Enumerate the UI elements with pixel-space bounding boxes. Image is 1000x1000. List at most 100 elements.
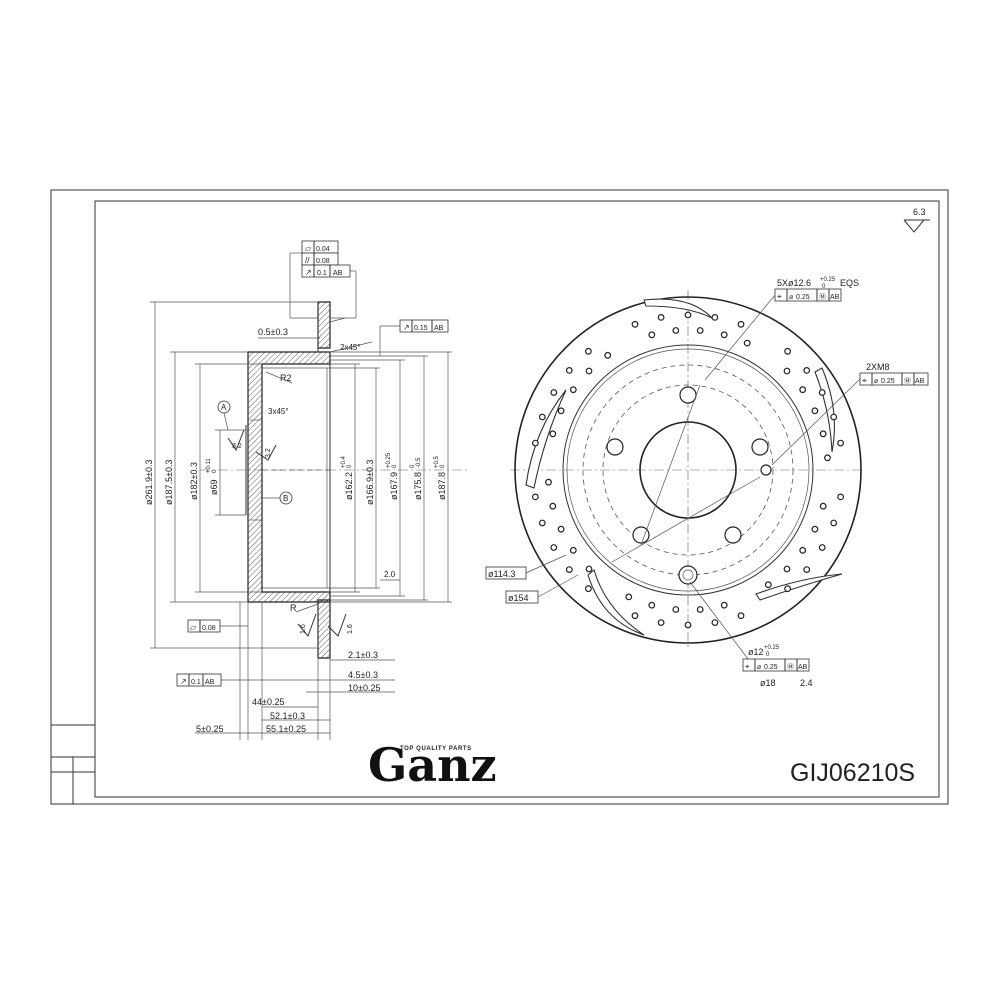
drill-hole xyxy=(830,413,838,421)
drill-hole xyxy=(672,327,680,334)
brand-tagline: TOP QUALITY PARTS xyxy=(400,746,472,752)
front-annotations: 5Xø12.6 +0.25 0 EQS ⌖ ⌀ 0.25 Ⓜ AB 2XM8 ⌖… xyxy=(485,277,929,688)
svg-text:Ⓜ: Ⓜ xyxy=(819,293,826,301)
pcd-circle xyxy=(602,384,774,556)
friction-inner-edge xyxy=(562,344,814,596)
drill-hole xyxy=(557,525,565,533)
d24-label: 2.4 xyxy=(800,678,813,688)
drill-hole xyxy=(569,386,577,394)
drill-hole xyxy=(538,519,546,527)
drill-hole xyxy=(818,544,826,551)
brake-slot xyxy=(755,573,843,601)
lug-hole xyxy=(751,438,769,456)
drill-hole xyxy=(811,525,819,533)
drill-hole xyxy=(631,612,639,620)
dim-d9-tol2: 0 xyxy=(440,464,446,468)
holes5-pos: 0.25 xyxy=(796,294,810,301)
drill-hole xyxy=(684,621,692,629)
hole12-tol2: 0 xyxy=(766,652,770,658)
drill-hole xyxy=(784,347,791,355)
dim-d2: ø187.5±0.3 xyxy=(164,460,174,505)
dim-d4-tol2: 0 xyxy=(212,469,218,473)
svg-text:↗: ↗ xyxy=(180,677,187,686)
drill-hole xyxy=(720,601,728,609)
holes5-tol: +0.25 xyxy=(820,277,836,283)
datum-b: B xyxy=(283,494,288,503)
fcf-runout-015: 0.15 xyxy=(414,325,428,332)
disc-outer-edge xyxy=(514,296,862,644)
dim-d4: ø69 xyxy=(209,479,219,495)
drill-hole xyxy=(538,413,546,421)
outer-circle-label: ø154 xyxy=(508,593,529,603)
svg-text:⏥: ⏥ xyxy=(305,244,312,253)
hole12-ref: AB xyxy=(798,664,808,671)
drill-hole xyxy=(657,619,665,626)
thread-hole xyxy=(760,464,772,476)
drill-hole xyxy=(585,585,592,593)
radius-1: R2 xyxy=(280,373,292,383)
drill-hole xyxy=(550,389,558,396)
fcf-run: 0.1 xyxy=(317,270,327,277)
dim-d9: ø187.8 xyxy=(437,472,447,500)
brake-slot xyxy=(643,298,713,319)
dim-w7: 5±0.25 xyxy=(196,724,223,734)
drill-hole xyxy=(569,546,577,554)
drill-hole xyxy=(532,439,539,447)
hole12-label: ø12 xyxy=(748,647,764,657)
section-top-annotations: ⏥ 0.04 // 0.08 ↗ 0.1 AB 0.5±0.3 2x45° ↗ … xyxy=(217,240,449,581)
fcf-runout-01: 0.1 xyxy=(191,679,201,686)
rough-16b: 1.6 xyxy=(347,624,354,634)
dim-d8-tol2: -0.5 xyxy=(416,457,422,468)
drill-hole xyxy=(819,502,827,510)
holes5-eqs: EQS xyxy=(840,278,859,288)
drill-hole xyxy=(672,606,680,613)
drill-hole xyxy=(764,581,772,589)
section-bottom-annotations: R ⏥ 0.08 1.6 1.6 2.1±0.3 4.5±0.3 10±0.25… xyxy=(176,602,395,740)
svg-text:⌖: ⌖ xyxy=(745,662,750,671)
front-view xyxy=(510,290,865,650)
drill-hole xyxy=(545,478,552,486)
thread-ref: AB xyxy=(915,378,925,385)
svg-text:Ⓜ: Ⓜ xyxy=(904,377,911,385)
hole12-pos: 0.25 xyxy=(764,664,778,671)
svg-text:↗: ↗ xyxy=(305,268,312,277)
drill-hole xyxy=(830,519,838,527)
dim-d9-tol: +0.5 xyxy=(434,455,440,468)
svg-text:↗: ↗ xyxy=(403,323,410,332)
drill-hole xyxy=(818,389,826,396)
lug-hole xyxy=(724,526,742,544)
svg-text://: // xyxy=(305,256,310,265)
brake-slot xyxy=(814,367,836,453)
dim-w5: 52.1±0.3 xyxy=(270,711,305,721)
fcf-runout-01-ref: AB xyxy=(205,679,215,686)
dim-d4-tol: +0.11 xyxy=(206,458,212,473)
drill-hole xyxy=(585,347,592,355)
drill-hole xyxy=(648,331,656,339)
holes5-ref: AB xyxy=(830,294,840,301)
drill-hole xyxy=(648,601,656,609)
fcf-flat-008: 0.08 xyxy=(202,625,216,632)
drill-hole xyxy=(737,320,745,328)
rough-32a: 3.2 xyxy=(232,443,242,450)
chamfer-2: 3x45° xyxy=(268,407,289,416)
dim-w3: 10±0.25 xyxy=(348,683,380,693)
brand-name: Ganz xyxy=(368,738,497,792)
locating-hole xyxy=(678,565,698,585)
brake-slot xyxy=(587,569,645,636)
roughness-value: 6.3 xyxy=(913,207,926,217)
drill-hole xyxy=(549,502,557,510)
brake-slot xyxy=(525,389,567,489)
drill-hole xyxy=(696,606,704,613)
drill-hole xyxy=(625,593,633,601)
dim-d8-tol: 0 xyxy=(410,464,416,468)
rough-32b: 3.2 xyxy=(265,448,272,458)
svg-text:Ⓜ: Ⓜ xyxy=(787,663,794,671)
holes5-tol2: 0 xyxy=(822,284,826,290)
datum-a: A xyxy=(221,403,227,412)
section-vertical-labels: ø261.9±0.3 ø187.5±0.3 ø182±0.3 ø69 +0.11… xyxy=(144,452,447,505)
part-number: GIJ06210S xyxy=(790,759,915,787)
drawing-frame xyxy=(50,189,949,805)
hole12-tol: +0.25 xyxy=(764,645,780,651)
dim-w6: 55.1±0.25 xyxy=(266,724,306,734)
dim-d7-tol2: 0 xyxy=(392,464,398,468)
